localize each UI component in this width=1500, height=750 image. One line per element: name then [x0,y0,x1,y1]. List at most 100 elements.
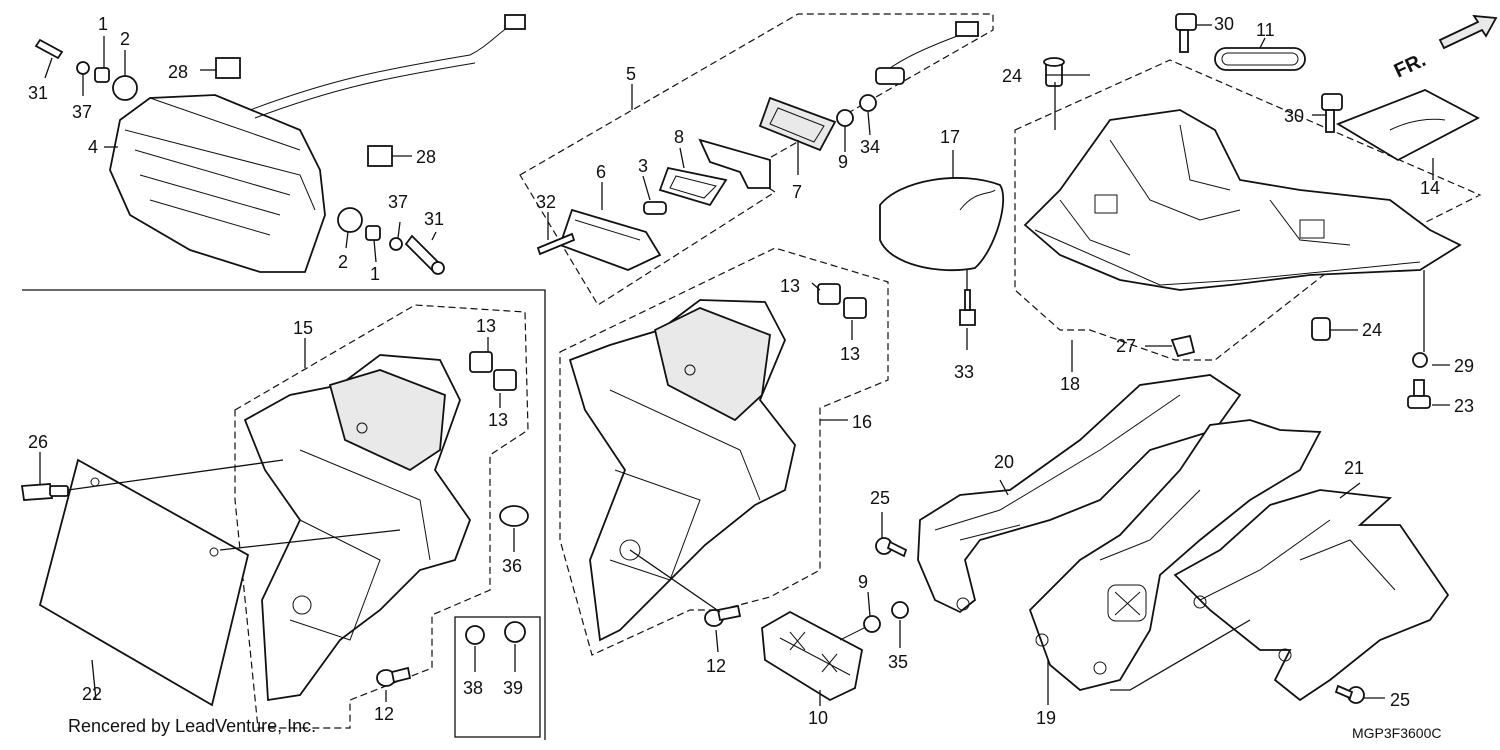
grommet-2-bottom[interactable] [337,207,363,233]
screw-32[interactable] [536,232,576,256]
screw-33[interactable] [959,289,976,326]
washer-37-top[interactable] [76,61,90,75]
callout-1-b: 1 [370,264,380,284]
callout-24-a: 24 [1002,66,1022,86]
side-cover-21[interactable] [1173,489,1450,702]
callout-14: 14 [1420,178,1440,198]
callout-27: 27 [1116,336,1136,356]
bolt-30-mid[interactable] [1321,93,1343,133]
license-light-lens-6[interactable] [558,208,662,271]
license-bracket-16[interactable] [568,299,796,642]
callout-15: 15 [293,318,313,338]
callout-2-a: 2 [120,29,130,49]
cowl-cover-17[interactable] [879,177,1005,272]
collar-1-bottom[interactable] [365,225,381,241]
nut-34[interactable] [859,94,877,112]
clip-13-d[interactable] [843,297,867,319]
callout-6: 6 [596,162,606,182]
callout-12-a: 12 [374,704,394,724]
callout-18: 18 [1060,374,1080,394]
washer-37-bottom[interactable] [389,237,403,251]
callout-23: 23 [1454,396,1474,416]
callout-30-b: 30 [1284,106,1304,126]
clip-13-a[interactable] [469,351,493,373]
washer-38[interactable] [465,625,485,645]
nut-9-bottom[interactable] [863,615,881,633]
diagram-code: MGP3F3600C [1352,725,1441,741]
callout-39: 39 [503,678,523,698]
callout-36: 36 [502,556,522,576]
collar-1-top[interactable] [94,67,110,83]
license-light-housing-7[interactable] [758,96,837,152]
callout-8: 8 [674,127,684,147]
license-light-harness[interactable] [875,21,979,85]
front-marker-label: FR. [1391,49,1429,83]
nut-28-mid[interactable] [367,145,393,167]
callout-25-a: 25 [870,488,890,508]
front-direction-arrow: FR. [1391,14,1498,83]
callout-20: 20 [994,452,1014,472]
callout-9-a: 9 [838,152,848,172]
nut-9-top[interactable] [836,109,854,127]
callout-2-b: 2 [338,252,348,272]
callout-26: 26 [28,432,48,452]
nut-39[interactable] [504,621,526,643]
clip-24-top[interactable] [1043,57,1065,87]
callout-11: 11 [1256,20,1275,40]
callout-4: 4 [88,137,98,157]
grommet-2-top[interactable] [112,75,138,101]
bolt-26[interactable] [20,483,69,501]
bulb-3[interactable] [643,201,667,215]
clip-13-b[interactable] [493,369,517,391]
grommet-36[interactable] [499,505,529,527]
bolt-12-center[interactable] [704,604,742,627]
callout-28-b: 28 [416,147,436,167]
callout-13-d: 13 [840,344,860,364]
bolt-25-right[interactable] [1334,684,1365,704]
nut-35[interactable] [891,601,909,619]
callout-37-a: 37 [72,102,92,122]
label-14[interactable] [1335,89,1480,162]
tail-light-assembly[interactable] [109,14,526,273]
callout-19: 19 [1036,708,1056,728]
bolt-25-left[interactable] [875,537,908,558]
callout-28-a: 28 [168,62,188,82]
license-light-socket[interactable] [698,138,771,189]
callout-1-a: 1 [98,14,108,34]
washer-29[interactable] [1412,352,1428,368]
callout-37-b: 37 [388,192,408,212]
bolt-12-left[interactable] [376,666,412,687]
license-light-gasket-8[interactable] [658,166,728,207]
band-11[interactable] [1214,47,1306,71]
bolt-31-bottom[interactable] [404,234,445,275]
callout-25-b: 25 [1390,690,1410,710]
callout-10: 10 [808,708,828,728]
bolt-30-top[interactable] [1175,13,1197,53]
credit-text: Rencered by LeadVenture, Inc. [68,716,316,736]
bolt-23[interactable] [1407,379,1431,409]
callout-32: 32 [536,192,556,212]
reflector-10[interactable] [761,610,871,702]
clip-24-bottom[interactable] [1311,317,1331,341]
callout-5: 5 [626,64,636,84]
callout-labels: 31 37 1 2 4 28 28 2 1 37 31 5 6 3 8 32 7… [28,14,1474,728]
callout-3: 3 [638,156,648,176]
license-bracket-15[interactable] [243,354,472,702]
callout-24-b: 24 [1362,320,1382,340]
callout-22: 22 [82,684,102,704]
callout-34: 34 [860,137,880,157]
callout-31-b: 31 [424,209,444,229]
callout-9-b: 9 [858,572,868,592]
clip-27[interactable] [1170,334,1196,358]
callout-35: 35 [888,652,908,672]
rear-tray-18[interactable] [1023,109,1462,291]
callout-30-a: 30 [1214,14,1234,34]
side-cover-20[interactable] [917,374,1242,614]
clip-13-c[interactable] [817,283,841,305]
callout-16: 16 [852,412,872,432]
license-plate-22[interactable] [38,458,250,707]
nut-28-top[interactable] [215,57,241,79]
bolt-31-top[interactable] [34,38,64,60]
side-cover-19[interactable] [1028,419,1322,691]
